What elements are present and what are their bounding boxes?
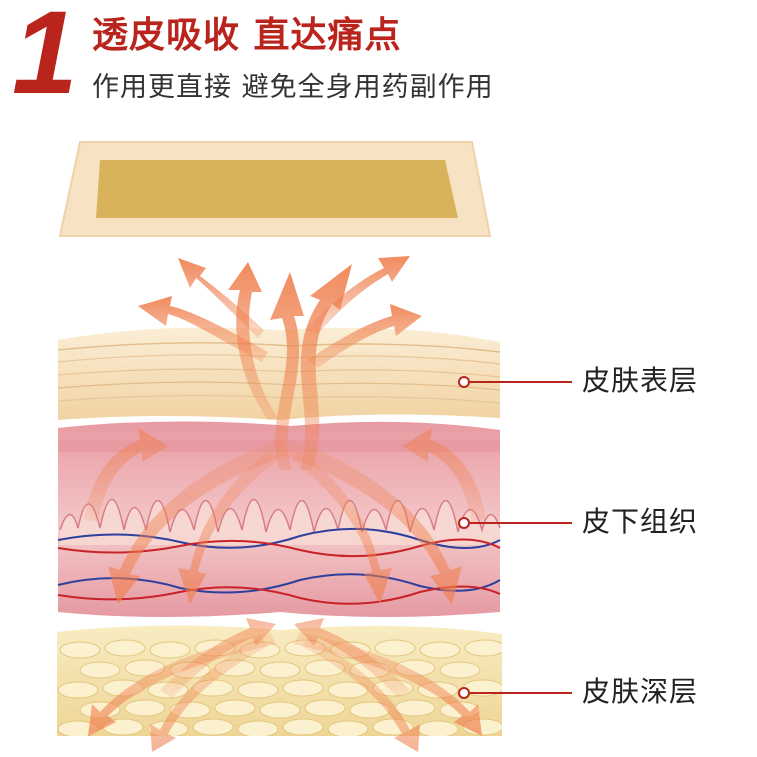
- leader-line-subcutaneous: [458, 517, 572, 529]
- leader-line-deep: [458, 687, 572, 699]
- label-epidermis: 皮肤表层: [582, 364, 699, 397]
- page-title: 透皮吸收 直达痛点: [92, 15, 402, 56]
- patch: [58, 141, 492, 237]
- leader-line-epidermis: [458, 376, 572, 388]
- absorption-arrows: [84, 256, 486, 752]
- page-subtitle: 作用更直接 避免全身用药副作用: [92, 72, 494, 103]
- step-number: 1: [12, 0, 78, 119]
- label-subcutaneous: 皮下组织: [582, 505, 699, 538]
- fat-layer: [57, 625, 502, 736]
- label-deep-layer: 皮肤深层: [582, 675, 699, 708]
- header: 1 透皮吸收 直达痛点 作用更直接 避免全身用药副作用: [0, 0, 757, 120]
